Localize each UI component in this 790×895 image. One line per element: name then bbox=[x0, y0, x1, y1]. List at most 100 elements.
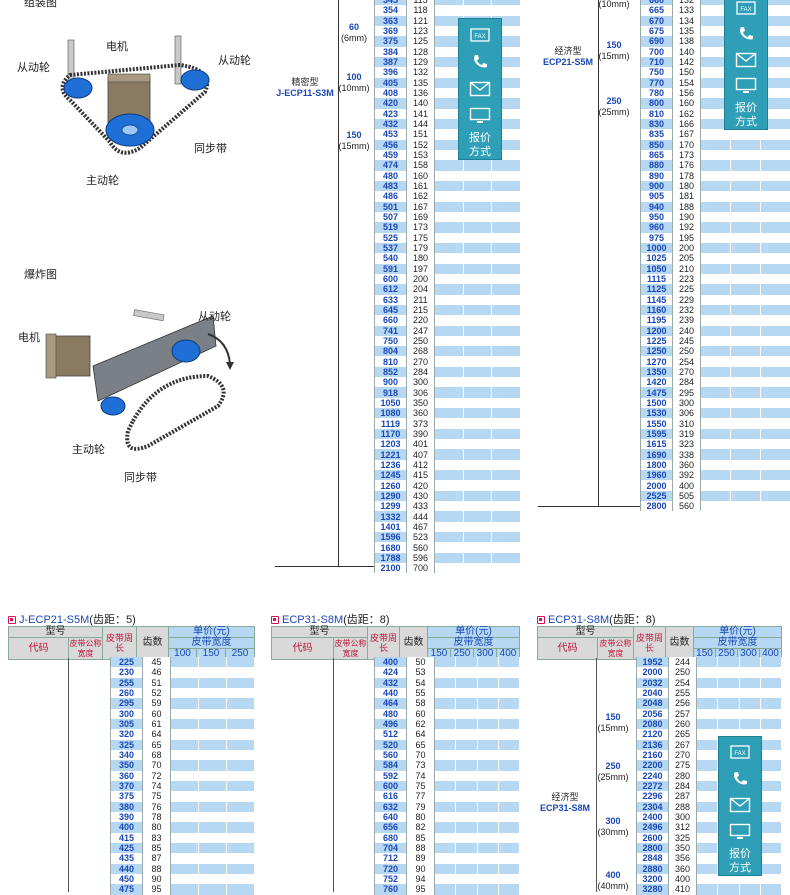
price-cell[interactable] bbox=[463, 222, 492, 232]
price-cell[interactable] bbox=[761, 212, 790, 222]
price-cell[interactable] bbox=[477, 678, 498, 688]
price-cell[interactable] bbox=[718, 709, 739, 719]
price-cell[interactable] bbox=[199, 719, 227, 729]
price-cell[interactable] bbox=[463, 408, 492, 418]
price-cell[interactable] bbox=[456, 719, 477, 729]
fax-icon[interactable]: FAX bbox=[467, 23, 493, 46]
price-cell[interactable] bbox=[492, 191, 521, 201]
price-cell[interactable] bbox=[463, 356, 492, 366]
price-cell[interactable] bbox=[697, 884, 718, 894]
price-cell[interactable] bbox=[463, 470, 492, 480]
price-cell[interactable] bbox=[701, 295, 731, 305]
price-cell[interactable] bbox=[463, 243, 492, 253]
price-cell[interactable] bbox=[435, 709, 456, 719]
price-cell[interactable] bbox=[492, 326, 521, 336]
price-cell[interactable] bbox=[435, 264, 464, 274]
quote-label[interactable]: 报价方式 bbox=[735, 101, 757, 129]
price-cell[interactable] bbox=[701, 367, 731, 377]
price-cell[interactable] bbox=[760, 802, 781, 812]
price-cell[interactable] bbox=[731, 150, 761, 160]
price-cell[interactable] bbox=[477, 719, 498, 729]
price-cell[interactable] bbox=[498, 864, 519, 874]
price-cell[interactable] bbox=[199, 853, 227, 863]
price-cell[interactable] bbox=[435, 398, 464, 408]
price-cell[interactable] bbox=[463, 542, 492, 552]
price-cell[interactable] bbox=[731, 439, 761, 449]
price-cell[interactable] bbox=[498, 833, 519, 843]
price-cell[interactable] bbox=[435, 346, 464, 356]
price-cell[interactable] bbox=[498, 760, 519, 770]
price-cell[interactable] bbox=[760, 678, 781, 688]
price-cell[interactable] bbox=[171, 729, 199, 739]
price-cell[interactable] bbox=[761, 171, 790, 181]
price-cell[interactable] bbox=[701, 346, 731, 356]
price-cell[interactable] bbox=[199, 833, 227, 843]
price-cell[interactable] bbox=[731, 429, 761, 439]
price-cell[interactable] bbox=[492, 429, 521, 439]
price-cell[interactable] bbox=[701, 274, 731, 284]
price-cell[interactable] bbox=[701, 222, 731, 232]
price-cell[interactable] bbox=[697, 657, 718, 667]
price-cell[interactable] bbox=[199, 760, 227, 770]
price-cell[interactable] bbox=[171, 750, 199, 760]
price-cell[interactable] bbox=[492, 5, 521, 15]
price-cell[interactable] bbox=[697, 781, 718, 791]
price-cell[interactable] bbox=[435, 750, 456, 760]
price-cell[interactable] bbox=[701, 326, 731, 336]
price-cell[interactable] bbox=[761, 150, 790, 160]
price-cell[interactable] bbox=[492, 367, 521, 377]
price-cell[interactable] bbox=[718, 884, 739, 894]
price-cell[interactable] bbox=[739, 719, 760, 729]
price-cell[interactable] bbox=[435, 233, 464, 243]
price-cell[interactable] bbox=[498, 791, 519, 801]
price-cell[interactable] bbox=[435, 253, 464, 263]
price-cell[interactable] bbox=[697, 750, 718, 760]
price-cell[interactable] bbox=[463, 553, 492, 563]
price-cell[interactable] bbox=[227, 884, 255, 894]
quote-label[interactable]: 报价方式 bbox=[729, 847, 751, 875]
price-cell[interactable] bbox=[760, 771, 781, 781]
price-cell[interactable] bbox=[697, 791, 718, 801]
price-cell[interactable] bbox=[227, 709, 255, 719]
price-cell[interactable] bbox=[492, 233, 521, 243]
price-cell[interactable] bbox=[463, 377, 492, 387]
price-cell[interactable] bbox=[492, 222, 521, 232]
price-cell[interactable] bbox=[199, 874, 227, 884]
price-cell[interactable] bbox=[492, 181, 521, 191]
price-cell[interactable] bbox=[731, 449, 761, 459]
price-cell[interactable] bbox=[463, 367, 492, 377]
price-cell[interactable] bbox=[761, 305, 790, 315]
price-cell[interactable] bbox=[731, 491, 761, 501]
price-cell[interactable] bbox=[718, 719, 739, 729]
price-cell[interactable] bbox=[171, 771, 199, 781]
price-cell[interactable] bbox=[701, 150, 731, 160]
price-cell[interactable] bbox=[435, 698, 456, 708]
price-cell[interactable] bbox=[498, 853, 519, 863]
price-cell[interactable] bbox=[435, 501, 464, 511]
price-cell[interactable] bbox=[739, 884, 760, 894]
price-cell[interactable] bbox=[760, 884, 781, 894]
price-cell[interactable] bbox=[435, 812, 456, 822]
price-cell[interactable] bbox=[718, 667, 739, 677]
price-cell[interactable] bbox=[498, 729, 519, 739]
price-cell[interactable] bbox=[227, 729, 255, 739]
price-cell[interactable] bbox=[171, 657, 199, 667]
price-cell[interactable] bbox=[492, 418, 521, 428]
price-cell[interactable] bbox=[761, 191, 790, 201]
price-cell[interactable] bbox=[171, 812, 199, 822]
price-cell[interactable] bbox=[477, 709, 498, 719]
price-cell[interactable] bbox=[435, 274, 464, 284]
price-cell[interactable] bbox=[498, 802, 519, 812]
price-cell[interactable] bbox=[435, 719, 456, 729]
price-cell[interactable] bbox=[498, 740, 519, 750]
price-cell[interactable] bbox=[731, 253, 761, 263]
price-cell[interactable] bbox=[171, 802, 199, 812]
price-cell[interactable] bbox=[498, 822, 519, 832]
price-cell[interactable] bbox=[731, 212, 761, 222]
price-cell[interactable] bbox=[463, 305, 492, 315]
price-cell[interactable] bbox=[456, 781, 477, 791]
price-cell[interactable] bbox=[435, 853, 456, 863]
price-cell[interactable] bbox=[761, 336, 790, 346]
price-cell[interactable] bbox=[435, 657, 456, 667]
price-cell[interactable] bbox=[477, 833, 498, 843]
